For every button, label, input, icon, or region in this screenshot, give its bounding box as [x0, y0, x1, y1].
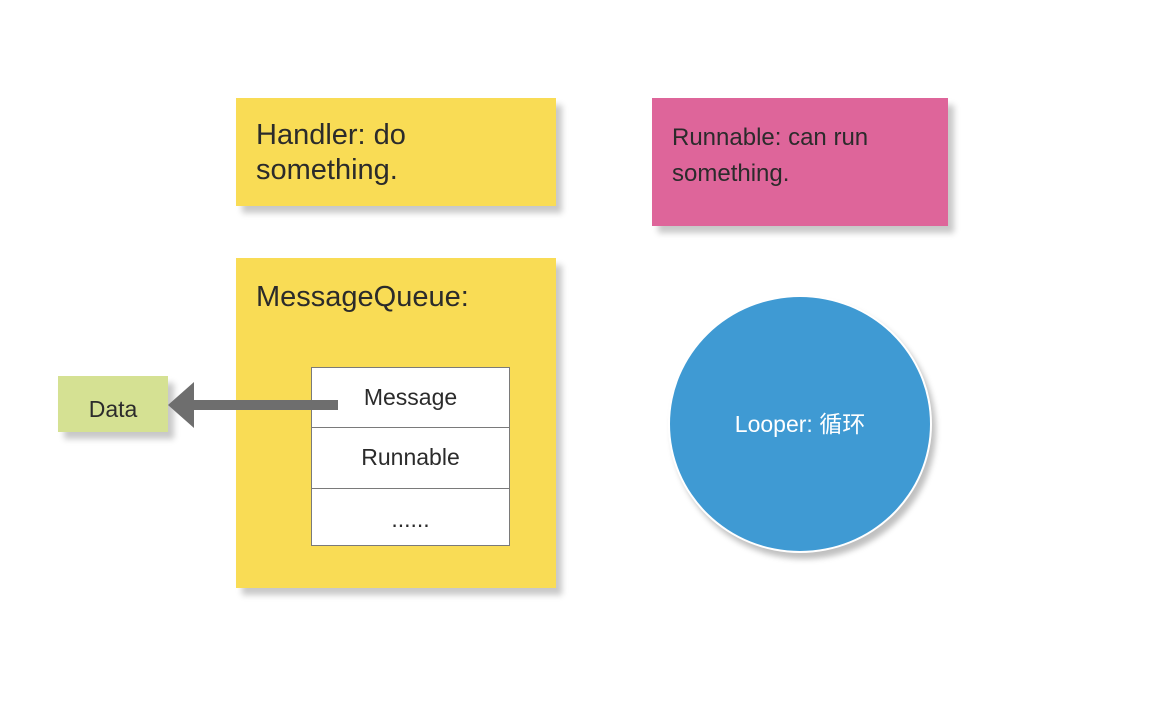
- arrow-left-icon: [168, 382, 338, 428]
- message-queue-title: MessageQueue:: [256, 281, 469, 313]
- data-note: Data: [58, 376, 168, 432]
- looper-circle: Looper: 循环: [668, 295, 932, 553]
- runnable-note-text: Runnable: can run something.: [672, 124, 869, 187]
- handler-note: Handler: do something.: [236, 98, 556, 206]
- message-queue-table: Message Runnable ......: [311, 367, 510, 546]
- arrow-shape: [168, 382, 338, 428]
- data-note-label: Data: [88, 396, 138, 422]
- queue-item-more: ......: [312, 488, 509, 546]
- queue-item-message: Message: [363, 384, 458, 410]
- looper-label: Looper: 循环: [734, 411, 866, 437]
- runnable-note: Runnable: can run something.: [652, 98, 948, 226]
- queue-item-runnable: Runnable: [312, 427, 509, 488]
- handler-note-text: Handler: do something.: [256, 119, 406, 186]
